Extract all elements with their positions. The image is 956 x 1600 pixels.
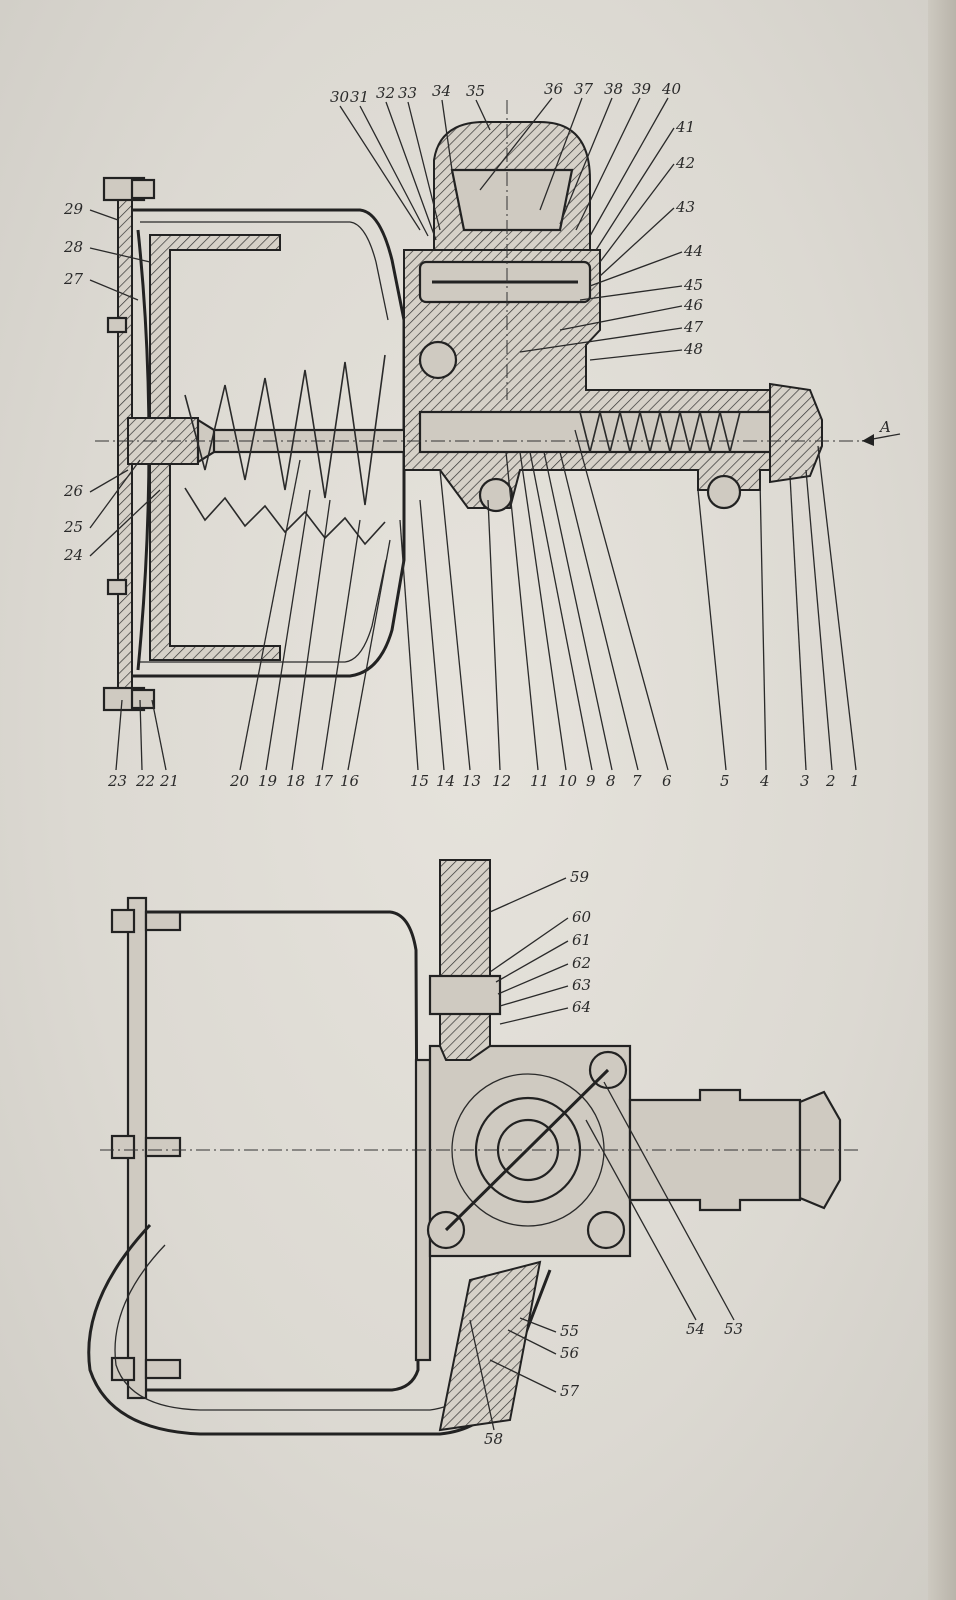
callout: 16 (340, 772, 360, 790)
callout: 8 (606, 772, 616, 790)
callout: 34 (432, 82, 451, 100)
callout: 29 (63, 200, 84, 218)
callout: 53 (724, 1320, 743, 1338)
callout: 48 (683, 340, 703, 358)
callout: 21 (159, 772, 179, 790)
callout: 43 (675, 198, 695, 216)
callout: 39 (632, 80, 652, 98)
callout: 6 (662, 772, 672, 790)
callout: 57 (560, 1382, 580, 1400)
callout: 2 (825, 772, 836, 790)
callout: 41 (675, 118, 695, 136)
hose-fitting (438, 1260, 542, 1432)
callout: 7 (632, 772, 642, 790)
callout: 4 (759, 772, 770, 790)
callout: 32 (376, 84, 395, 102)
page-edge (928, 0, 956, 1600)
callout: 33 (398, 84, 417, 102)
callout: 45 (683, 276, 703, 294)
callout: 26 (63, 482, 84, 500)
top-fitting (439, 859, 491, 1061)
callout: 24 (63, 546, 83, 564)
return-spring (184, 354, 386, 546)
callout: 35 (466, 82, 485, 100)
callout: 64 (572, 998, 591, 1016)
flange-bolts (102, 176, 156, 712)
callout: 27 (63, 270, 84, 288)
callout: 40 (661, 80, 682, 98)
callout: 5 (720, 772, 730, 790)
callout: 3 (800, 772, 810, 790)
callout: 46 (683, 296, 704, 314)
callout: 44 (683, 242, 703, 260)
callout: 42 (675, 154, 695, 172)
callout: 38 (604, 80, 623, 98)
callout: 31 (350, 88, 369, 106)
callout: 17 (314, 772, 334, 790)
top-callouts: 30 31 32 33 34 35 36 37 38 39 40 41 42 4… (63, 80, 860, 790)
bottom-external-view-drawing (87, 859, 860, 1436)
callout: 58 (484, 1430, 503, 1448)
piston-cup (149, 234, 281, 661)
callout: 10 (558, 772, 578, 790)
callout: 47 (683, 318, 704, 336)
callout: 13 (462, 772, 481, 790)
callout: 25 (63, 518, 83, 536)
flange-bolts (110, 908, 182, 1382)
callout: 36 (544, 80, 564, 98)
callout: 56 (560, 1344, 580, 1362)
view-marker: A (878, 418, 891, 436)
callout: 14 (436, 772, 455, 790)
callout: 9 (586, 772, 596, 790)
callout: 1 (850, 772, 860, 790)
outlet-fitting (628, 1088, 802, 1212)
cylinder-bore (418, 410, 802, 454)
callout: 54 (686, 1320, 705, 1338)
callout: 15 (410, 772, 429, 790)
callout: 28 (63, 238, 83, 256)
callout: 12 (492, 772, 511, 790)
top-section-drawing: A (95, 100, 901, 712)
callout: 55 (560, 1322, 579, 1340)
chamber-can (146, 910, 420, 1392)
callout: 60 (572, 908, 592, 926)
end-plug (769, 382, 823, 484)
callout: 59 (570, 868, 590, 886)
callout: 30 (330, 88, 350, 106)
callout: 61 (572, 931, 591, 949)
bottom-callouts: 59 60 61 62 63 64 55 56 57 58 54 53 (469, 868, 743, 1448)
callout: 22 (135, 772, 155, 790)
callout: 23 (107, 772, 127, 790)
callout: 62 (572, 954, 591, 972)
callout: 19 (258, 772, 278, 790)
callout: 18 (286, 772, 305, 790)
callout: 20 (229, 772, 250, 790)
callout: 37 (574, 80, 594, 98)
callout: 63 (572, 976, 591, 994)
callout: 11 (530, 772, 549, 790)
